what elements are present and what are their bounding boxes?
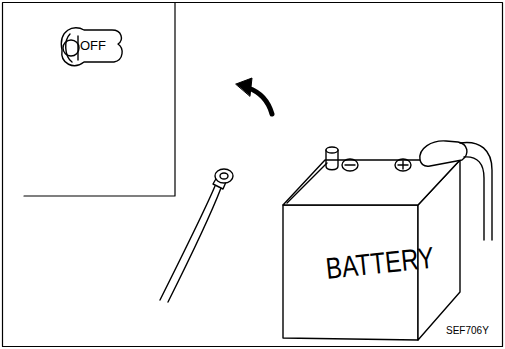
frame [3, 3, 503, 347]
ignition-key [61, 28, 122, 66]
switch-position: OFF [80, 39, 106, 52]
negative-cable [160, 169, 233, 302]
figure-code: SEF706Y [446, 326, 489, 336]
positive-terminal [395, 141, 492, 240]
inset-frame [24, 3, 175, 196]
negative-terminal [326, 147, 358, 171]
removal-arrow [236, 78, 272, 114]
battery-body [283, 160, 460, 340]
